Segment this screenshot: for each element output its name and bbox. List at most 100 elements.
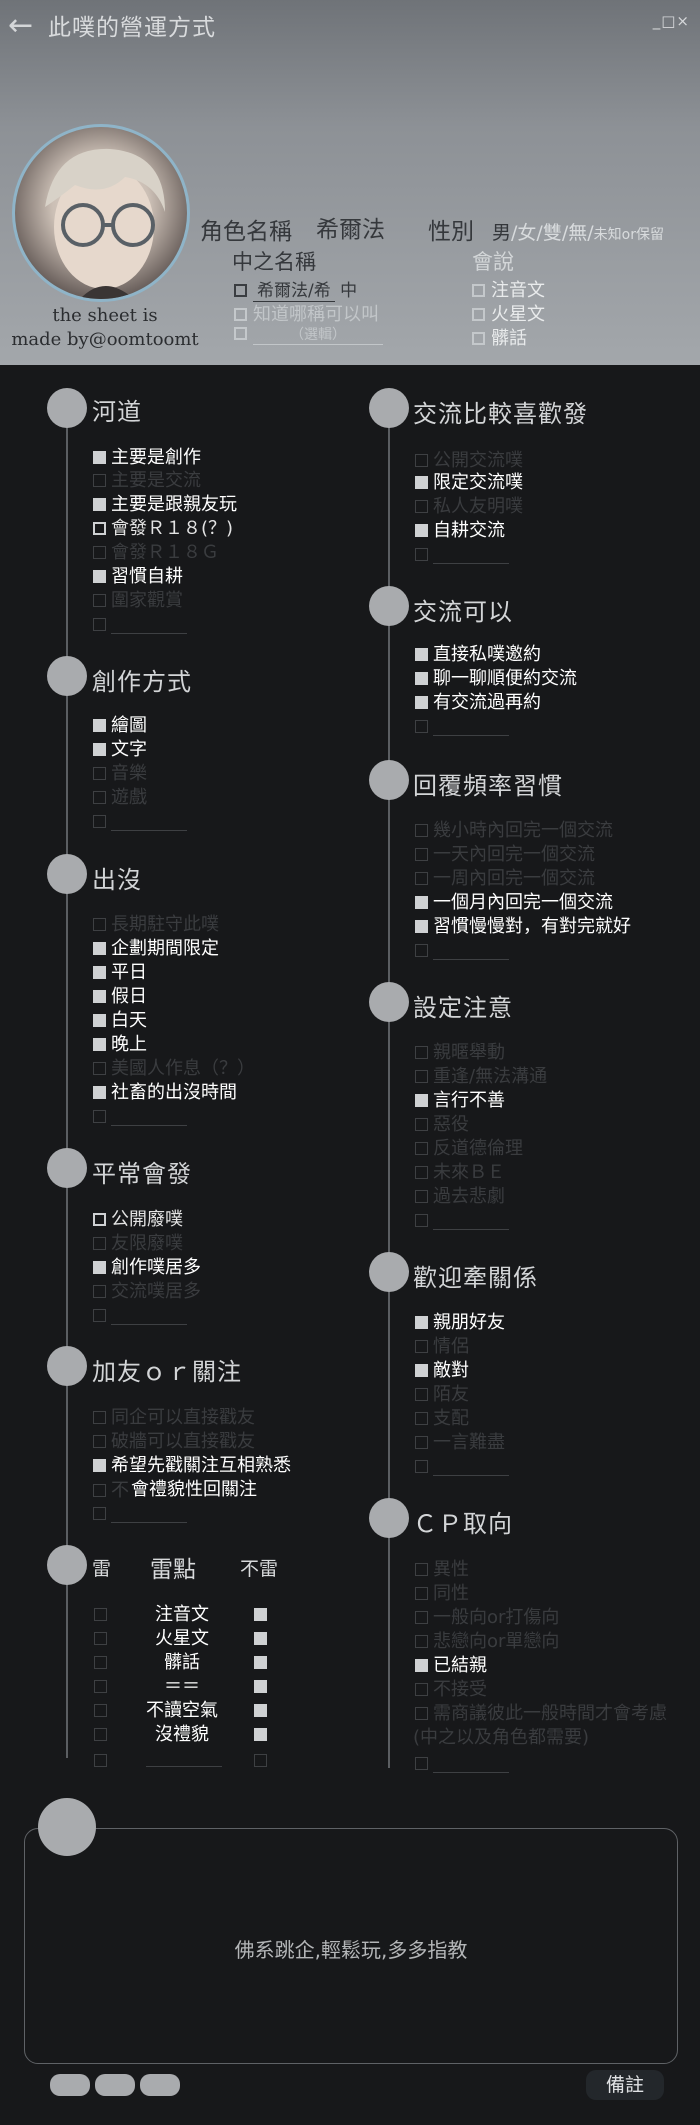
option-item[interactable]: 會發Ｒ１８(？)	[93, 518, 233, 540]
not-lei-checkbox[interactable]	[254, 1632, 267, 1645]
option-item[interactable]: 主要是跟親友玩	[93, 494, 237, 516]
lei-item: 髒話	[164, 1652, 200, 1673]
option-item[interactable]: 異性	[415, 1559, 469, 1581]
blank-option[interactable]	[415, 716, 509, 738]
notes-text: 佛系跳企,輕鬆玩,多多指教	[234, 1938, 468, 1962]
option-item[interactable]: 希望先戳關注互相熟悉	[93, 1455, 291, 1477]
option-item[interactable]: 悲戀向or單戀向	[415, 1631, 559, 1653]
option-item[interactable]: 幾小時內回完一個交流	[415, 820, 613, 842]
option-item[interactable]: 企劃期間限定	[93, 938, 219, 960]
blank-option[interactable]	[415, 940, 509, 962]
blank-option[interactable]	[93, 1503, 187, 1525]
option-item[interactable]: 公開廢噗	[93, 1209, 183, 1231]
section-title-hedao: 河道	[92, 398, 142, 426]
option-item[interactable]: 需商議彼此一般時間才會考慮	[415, 1703, 667, 1725]
option-item[interactable]: 一天內回完一個交流	[415, 844, 595, 866]
option-item[interactable]: 限定交流噗	[415, 472, 523, 494]
option-item[interactable]: 一般向or打傷向	[415, 1607, 559, 1629]
right-timeline	[388, 408, 390, 1768]
option-item[interactable]: 一周內回完一個交流	[415, 868, 595, 890]
not-lei-checkbox[interactable]	[254, 1656, 267, 1669]
window-controls-icon[interactable]: _□×	[652, 12, 690, 30]
option-item[interactable]: 有交流過再約	[415, 692, 541, 714]
option-item[interactable]: 平日	[93, 962, 147, 984]
not-lei-checkbox[interactable]	[254, 1704, 267, 1717]
option-item[interactable]: 圍家觀賞	[93, 590, 183, 612]
lei-checkbox[interactable]	[94, 1680, 107, 1693]
option-item[interactable]: 惡役	[415, 1114, 469, 1136]
option-item[interactable]: 遊戲	[93, 787, 147, 809]
blank-option[interactable]	[415, 1753, 509, 1775]
option-item[interactable]: 不接受	[415, 1679, 487, 1701]
option-item[interactable]: 一個月內回完一個交流	[415, 892, 613, 914]
lei-checkbox[interactable]	[94, 1728, 107, 1741]
option-item[interactable]: 同企可以直接戳友	[93, 1407, 255, 1429]
option-item[interactable]: 習慣慢慢對，有對完就好	[415, 916, 631, 938]
blank-option[interactable]	[93, 614, 187, 636]
section-title-chuangzuo: 創作方式	[92, 668, 192, 696]
option-item[interactable]: 私人友明噗	[415, 496, 523, 518]
option-item[interactable]: 文字	[93, 739, 147, 761]
option-item[interactable]: 友限廢噗	[93, 1233, 183, 1255]
not-lei-checkbox[interactable]	[254, 1754, 267, 1767]
zhong-know-checkbox[interactable]	[234, 308, 247, 321]
blank-option[interactable]	[93, 1106, 187, 1128]
profile-header: ← 此噗的營運方式 _□× the sheet is made by@oomto…	[0, 0, 700, 365]
option-item[interactable]: 重逢/無法溝通	[415, 1066, 547, 1088]
back-arrow-icon[interactable]: ←	[8, 8, 34, 43]
option-item[interactable]: 未來ＢＥ	[415, 1162, 505, 1184]
page-dot[interactable]	[50, 2074, 90, 2096]
zhong-checkbox[interactable]	[234, 284, 247, 297]
option-item[interactable]: 情侶	[415, 1336, 469, 1358]
option-item[interactable]: 不	[93, 1480, 129, 1502]
option-item-note: (中之以及角色都需要)	[413, 1727, 590, 1748]
option-item[interactable]: 習慣自耕	[93, 566, 183, 588]
option-item[interactable]: 美國人作息（？）	[93, 1058, 255, 1080]
lei-checkbox[interactable]	[94, 1656, 107, 1669]
option-item[interactable]: 陌友	[415, 1384, 469, 1406]
option-item[interactable]: 晚上	[93, 1034, 147, 1056]
option-item[interactable]: 聊一聊順便約交流	[415, 668, 577, 690]
option-item[interactable]: 言行不善	[415, 1090, 505, 1112]
page-dot[interactable]	[140, 2074, 180, 2096]
blank-option[interactable]	[415, 1456, 509, 1478]
option-item[interactable]: 破牆可以直接戳友	[93, 1431, 255, 1453]
not-lei-checkbox[interactable]	[254, 1680, 267, 1693]
option-item[interactable]: 親暱舉動	[415, 1042, 505, 1064]
blank-option[interactable]	[93, 1305, 187, 1327]
blank-option[interactable]	[93, 811, 187, 833]
not-lei-checkbox[interactable]	[254, 1728, 267, 1741]
option-item[interactable]: 支配	[415, 1408, 469, 1430]
option-item[interactable]: 親朋好友	[415, 1312, 505, 1334]
lei-checkbox[interactable]	[94, 1608, 107, 1621]
memo-button[interactable]: 備註	[586, 2070, 664, 2100]
option-item[interactable]: 音樂	[93, 763, 147, 785]
option-item[interactable]: 公開交流噗	[415, 450, 523, 472]
option-item[interactable]: 直接私噗邀約	[415, 644, 541, 666]
option-item[interactable]: 主要是交流	[93, 470, 201, 492]
option-item[interactable]: 已結親	[415, 1655, 487, 1677]
lei-checkbox[interactable]	[94, 1754, 107, 1767]
not-lei-checkbox[interactable]	[254, 1608, 267, 1621]
option-item[interactable]: 同性	[415, 1583, 469, 1605]
option-item[interactable]: 假日	[93, 986, 147, 1008]
option-item[interactable]: 主要是創作	[93, 447, 201, 469]
option-item[interactable]: 繪圖	[93, 715, 147, 737]
option-item[interactable]: 自耕交流	[415, 520, 505, 542]
option-item[interactable]: 交流噗居多	[93, 1281, 201, 1303]
option-item[interactable]: 敵對	[415, 1360, 469, 1382]
option-item[interactable]: 白天	[93, 1010, 147, 1032]
option-item[interactable]: 會發Ｒ１８Ｇ	[93, 542, 219, 564]
option-item[interactable]: 過去悲劇	[415, 1186, 505, 1208]
lei-checkbox[interactable]	[94, 1632, 107, 1645]
option-item[interactable]: 創作噗居多	[93, 1257, 201, 1279]
option-item[interactable]: 一言難盡	[415, 1432, 505, 1454]
option-item[interactable]: 反道德倫理	[415, 1138, 523, 1160]
zhong-note-checkbox[interactable]	[234, 327, 247, 340]
option-item[interactable]: 長期駐守此噗	[93, 914, 219, 936]
blank-option[interactable]	[415, 1210, 509, 1232]
blank-option[interactable]	[415, 544, 509, 566]
page-dot[interactable]	[95, 2074, 135, 2096]
lei-checkbox[interactable]	[94, 1704, 107, 1717]
option-item[interactable]: 社畜的出沒時間	[93, 1082, 237, 1104]
